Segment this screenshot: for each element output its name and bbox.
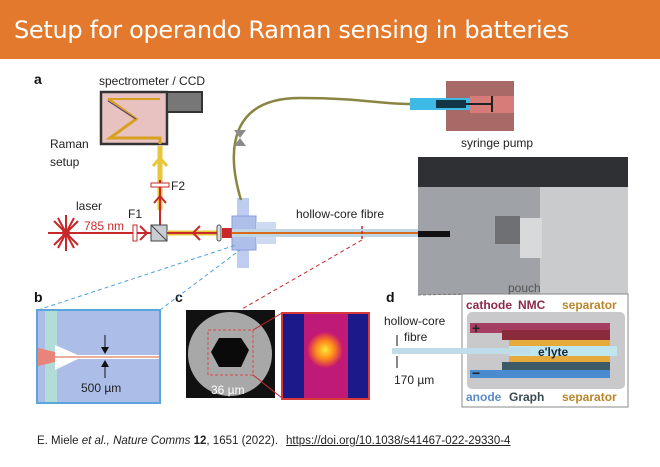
panel-b-scale: 500 µm [81,381,121,395]
cathode-label: cathode [466,298,512,312]
raman-label-1: Raman [50,137,89,151]
laser-label: laser [76,199,102,213]
fibre-d-label-2: fibre [404,330,428,344]
filter-f2-label: F2 [171,179,185,193]
filter-f1-label: F1 [128,207,142,221]
citation-volume: 12 [193,435,207,447]
spectrometer-label: spectrometer / CCD [99,74,205,88]
citation-authors: E. Miele [37,435,82,447]
wavelength-label: 785 nm [84,219,124,233]
electrolyte-label: e'lyte [538,345,569,359]
minus-sign: − [472,365,480,381]
panel-label-c: c [175,289,183,305]
title-bar: Setup for operando Raman sensing in batt… [0,0,660,59]
citation-journal: Nature Comms [109,435,194,447]
plus-sign: + [472,320,480,336]
anode-label: anode [466,390,502,404]
syringe-pump [410,81,514,131]
diameter-label: 170 µm [394,373,434,387]
cathode-material-label: NMC [518,298,546,312]
citation-pages: , 1651 (2022). [206,435,279,447]
panel-label-d: d [386,289,395,305]
battery-pouch-photo [418,157,628,295]
anode-material-label: Graph [509,390,544,404]
fibre-d-label-1: hollow-core [384,314,446,328]
laser-icon [48,215,82,251]
citation: E. Miele et al., Nature Comms 12, 1651 (… [37,435,510,447]
panel-b-image [36,309,161,404]
panel-label-a: a [34,71,42,87]
valve-icon [234,130,246,146]
fibre-label: hollow-core fibre [296,207,384,221]
panel-c-mode-profile [281,312,370,400]
panel-c-scale: 36 µm [211,383,245,397]
filter-f1 [132,224,138,242]
spectrometer-box [99,90,203,146]
raman-label-2: setup [50,155,80,169]
citation-etal: et al., [81,435,110,447]
syringe-pump-label: syringe pump [461,136,533,150]
panel-label-b: b [34,289,43,305]
slide-title: Setup for operando Raman sensing in batt… [14,16,569,44]
separator-bottom-label: separator [562,390,617,404]
panel-c-sem [186,310,275,398]
filter-f2 [150,182,170,188]
pouch-label: pouch [508,281,541,295]
separator-top-label: separator [562,298,617,312]
doi-link[interactable]: https://doi.org/10.1038/s41467-022-29330… [286,435,511,447]
